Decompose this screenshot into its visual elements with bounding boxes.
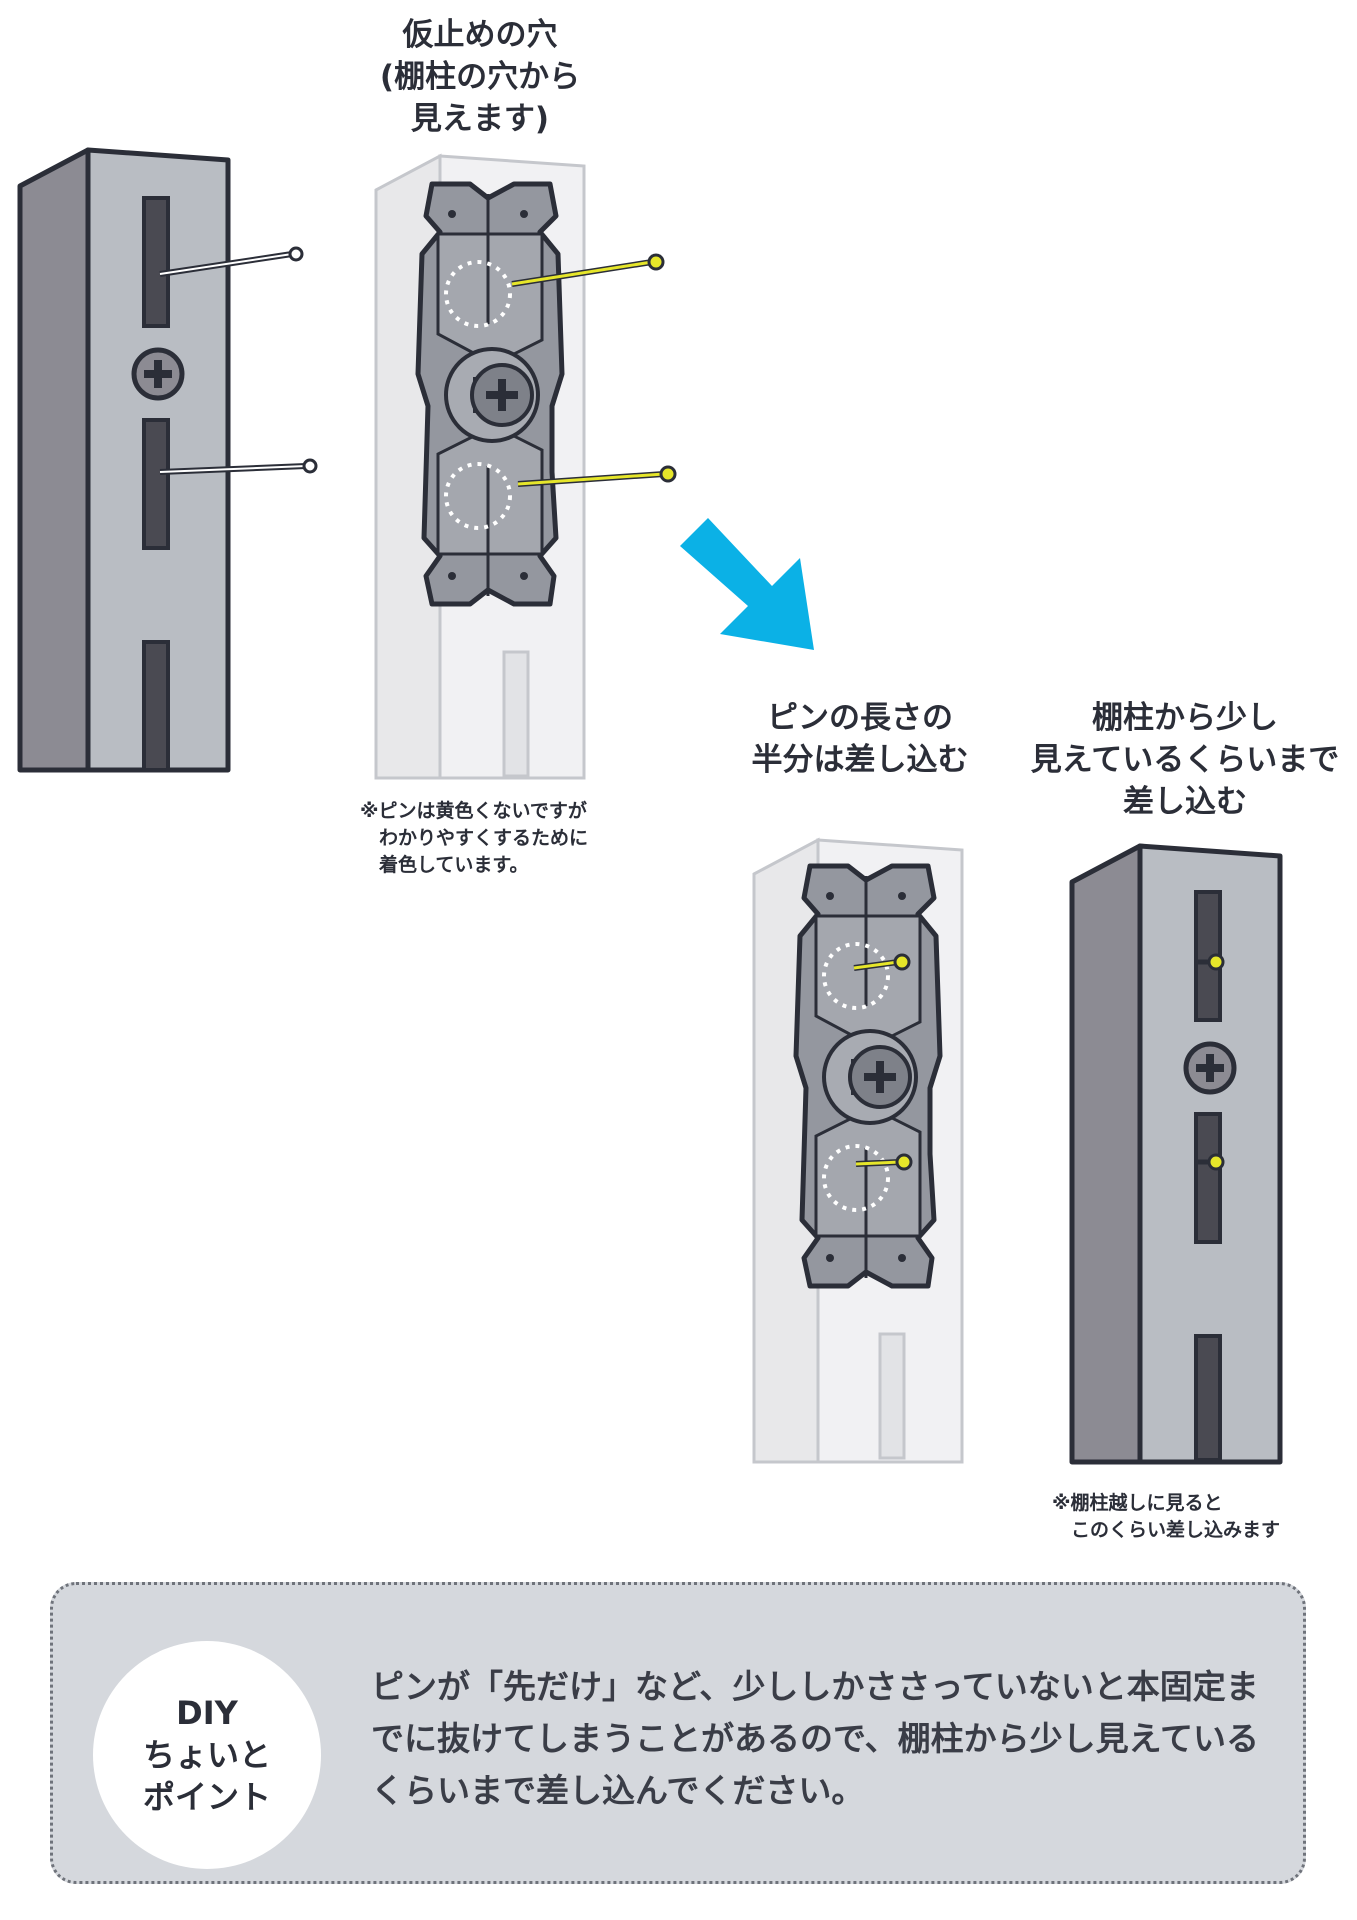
diagonal-arrow-icon [680, 518, 814, 650]
pin-grey [159, 246, 318, 475]
note-through-rail: ※棚柱越しに見ると このくらい差し込みます [1052, 1492, 1281, 1541]
screw-icon [131, 347, 185, 401]
screw-icon [1183, 1041, 1237, 1095]
diy-tip-text: ピンが「先だけ」など、少ししかささっていないと本固定までに抜けてしまうことがある… [371, 1667, 1260, 1810]
diy-tip-badge: DIY ちょいと ポイント [93, 1641, 321, 1869]
transparent-rail-with-bracket [374, 153, 677, 780]
shelf-rail-right [1069, 843, 1283, 1465]
label-visible-pin: 棚柱から少し 見えているくらいまで 差し込む [1030, 700, 1340, 820]
note-yellow-pin: ※ピンは黄色くないですが わかりやすくするために 着色しています。 [360, 800, 589, 876]
label-half-pin: ピンの長さの 半分は差し込む [751, 700, 969, 778]
pin-yellow [511, 253, 677, 487]
pin-yellow-short [853, 953, 913, 1171]
shelf-rail-left [17, 147, 318, 773]
label-temp-hole: 仮止めの穴 (棚柱の穴から 見えます) [379, 17, 581, 137]
diy-tip-box: DIY ちょいと ポイント ピンが「先だけ」など、少ししかささっていないと本固定… [50, 1582, 1306, 1884]
pin-tip-visible [1196, 953, 1225, 1171]
transparent-rail-half-pin [752, 837, 964, 1464]
